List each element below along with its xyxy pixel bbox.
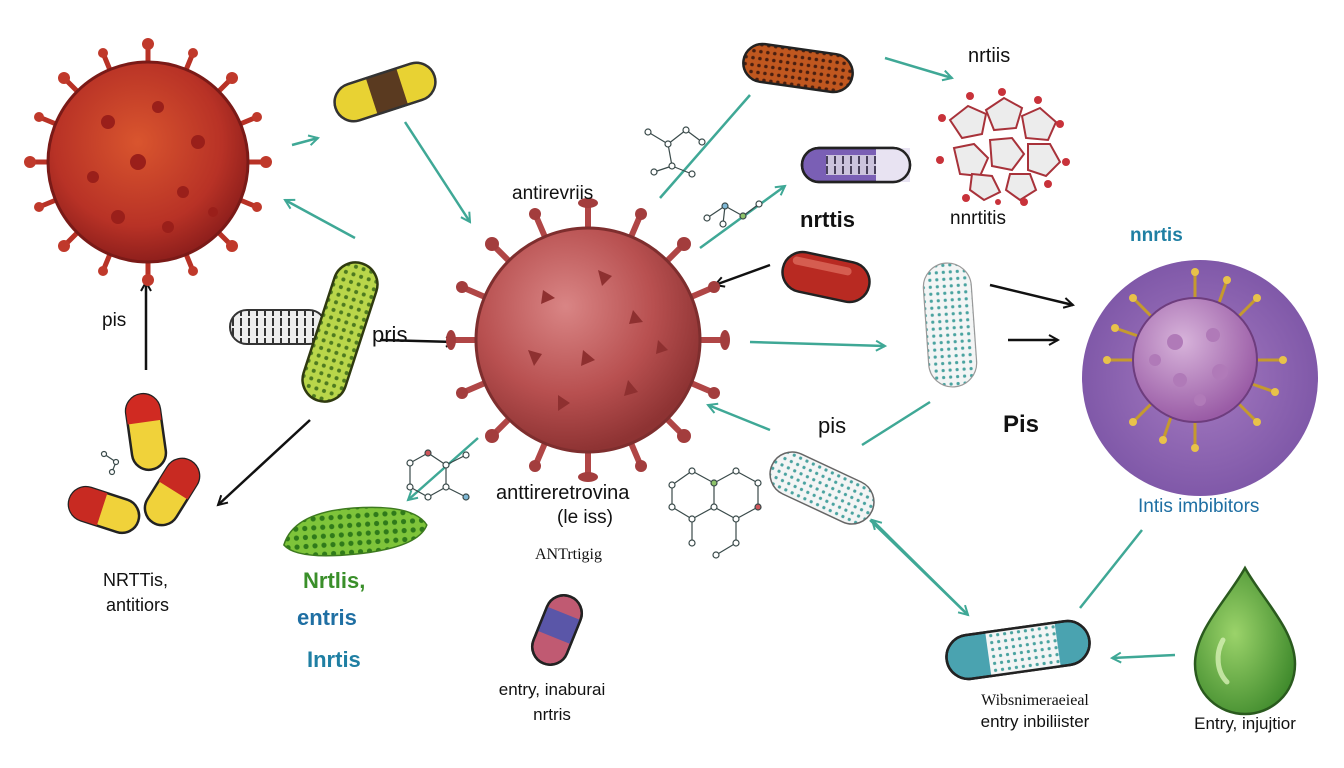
protein-cluster-icon — [936, 88, 1070, 206]
arrow — [872, 520, 969, 616]
capsule-icon — [531, 594, 583, 666]
label-nrttis-bold: nrttis — [800, 207, 855, 232]
label-entry-injujtior: Entry, injujtior — [1194, 714, 1296, 733]
label-pris: pris — [372, 322, 408, 347]
central-virus-icon — [446, 198, 730, 482]
arrow — [285, 200, 356, 240]
label-nrtlis-green: Nrtlis, — [303, 568, 366, 593]
arrow — [715, 263, 771, 285]
label-le-iss: (le iss) — [557, 507, 613, 528]
label-nrtris-bottom: nrtris — [533, 705, 571, 724]
capsule-icon — [67, 392, 201, 535]
capsule-icon — [301, 261, 379, 403]
label-pis-mid: pis — [818, 413, 847, 438]
droplet-icon — [1193, 565, 1297, 716]
arrow — [861, 400, 931, 447]
arrow — [218, 419, 311, 505]
capsule-icon — [283, 506, 428, 557]
label-wibsnimeral: Wibsnimeraeieal — [981, 692, 1089, 709]
label-entris: entris — [297, 605, 357, 630]
molecule-icon — [100, 126, 763, 559]
arrow — [989, 283, 1073, 305]
arrow — [659, 94, 751, 199]
arrow — [379, 340, 455, 342]
arrow — [291, 138, 318, 147]
capsule-icon — [229, 309, 327, 345]
label-intis-imbibitors: Intis imbibitors — [1138, 496, 1260, 517]
arrows — [146, 56, 1176, 658]
capsule-icon — [922, 262, 978, 388]
label-inrtis: Inrtis — [307, 647, 361, 672]
arrow — [1112, 655, 1176, 658]
capsule-icon — [742, 42, 854, 94]
arrow — [1079, 529, 1143, 609]
arrow — [708, 405, 771, 432]
label-nrttis: NRTTis, — [103, 570, 168, 590]
label-pis-right: Pis — [1003, 411, 1040, 438]
label-antiretroviral-mid: anttireretrovina — [496, 482, 630, 504]
arrow — [403, 121, 470, 222]
capsule-icon — [333, 61, 437, 123]
capsule-icon — [781, 250, 871, 304]
label-nnrtitis: nnrtitis — [950, 208, 1006, 229]
purple-virus-icon — [1082, 260, 1318, 496]
arrow — [408, 437, 479, 500]
label-nrtiis-top: nrtiis — [968, 45, 1011, 67]
label-antrig: ANTrtigig — [535, 546, 602, 563]
red-virus-icon — [24, 38, 272, 286]
label-antitiors: antitiors — [106, 595, 170, 615]
capsule-icon — [945, 619, 1091, 681]
capsule-icon — [800, 146, 912, 184]
label-antiretrovirals: antirevriis — [512, 183, 594, 204]
label-entry-inaburai: entry, inaburai — [498, 680, 606, 699]
arrow — [749, 342, 885, 346]
label-nnrtis-blue: nnrtis — [1130, 225, 1183, 246]
capsule-icon — [769, 451, 875, 525]
label-pis-left: pis — [102, 310, 127, 331]
label-entry-inhibitor: entry inbiliister — [980, 712, 1090, 731]
arrow — [884, 56, 952, 78]
